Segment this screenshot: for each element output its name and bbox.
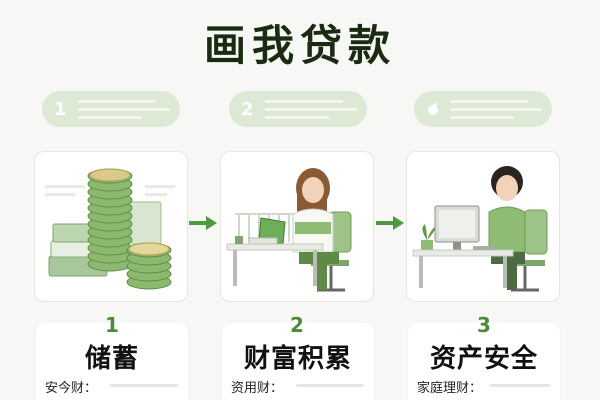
savings-illustration-card — [34, 151, 188, 302]
placeholder-line — [296, 384, 364, 387]
step-pill-3 — [414, 91, 552, 127]
step-card-2 — [222, 323, 374, 400]
step-number: 3 — [477, 313, 491, 337]
pill-placeholder-lines — [78, 99, 170, 119]
step-subtitle: 资用财： — [231, 381, 284, 396]
wealth-illustration-card — [220, 151, 374, 302]
step-pill-2: 2 — [229, 91, 367, 127]
page-title: 画我贷款 — [203, 21, 396, 70]
step-subtitle: 安今财： — [45, 381, 98, 396]
placeholder-line — [490, 384, 550, 387]
step-title: 财富积累 — [243, 344, 352, 374]
arrow-right-icon — [376, 216, 404, 230]
step-pill-number: 2 — [241, 98, 254, 120]
pill-placeholder-lines — [265, 99, 357, 119]
arrow-right-icon — [189, 216, 217, 230]
step-title: 资产安全 — [429, 344, 538, 374]
step-pill-1: 1 — [42, 91, 180, 127]
woman-reading-at-desk-illustration — [226, 168, 352, 292]
coins-and-books-illustration — [45, 168, 175, 290]
placeholder-line — [110, 384, 178, 387]
step-pill-number: 1 — [54, 98, 67, 120]
step-title: 储蓄 — [84, 344, 139, 374]
leaf-icon — [428, 103, 438, 115]
step-number: 2 — [290, 313, 304, 337]
step-card-1 — [36, 323, 188, 400]
pill-placeholder-lines — [450, 99, 542, 119]
step-number: 1 — [105, 313, 119, 337]
step-card-3 — [408, 323, 560, 400]
step-subtitle: 家庭理财： — [417, 381, 483, 396]
asset-security-illustration-card — [406, 151, 560, 302]
woman-at-computer-illustration — [412, 166, 548, 292]
